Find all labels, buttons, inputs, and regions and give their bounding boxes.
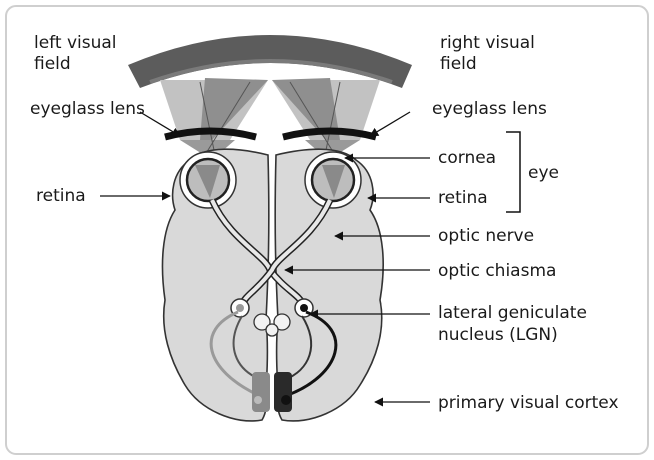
- label-right-visual-field-2: field: [440, 54, 477, 74]
- label-eyeglass-lens-right: eyeglass lens: [432, 99, 547, 119]
- label-lgn-2: nucleus (LGN): [438, 325, 558, 345]
- label-left-visual-field-1: left visual: [34, 33, 117, 53]
- arrow-eyeglass-lens-right: [370, 112, 410, 136]
- label-right-visual-field-1: right visual: [440, 33, 535, 53]
- label-eyeglass-lens-left: eyeglass lens: [30, 99, 145, 119]
- label-optic-chiasma: optic chiasma: [438, 261, 556, 281]
- label-cornea: cornea: [438, 148, 496, 168]
- label-lgn-1: lateral geniculate: [438, 303, 587, 323]
- label-optic-nerve: optic nerve: [438, 226, 534, 246]
- label-retina-right: retina: [438, 188, 488, 208]
- visual-cortex-left-dot: [254, 396, 262, 404]
- visual-cortex-right: [274, 372, 292, 412]
- label-retina-left: retina: [36, 186, 86, 206]
- midbrain-center: [266, 324, 278, 336]
- label-primary-visual-cortex: primary visual cortex: [438, 393, 619, 413]
- label-left-visual-field-2: field: [34, 54, 71, 74]
- label-eye: eye: [528, 163, 559, 183]
- eye-bracket: [506, 132, 520, 212]
- visual-cortex-left: [252, 372, 270, 412]
- visual-cortex-right-dot: [281, 395, 291, 405]
